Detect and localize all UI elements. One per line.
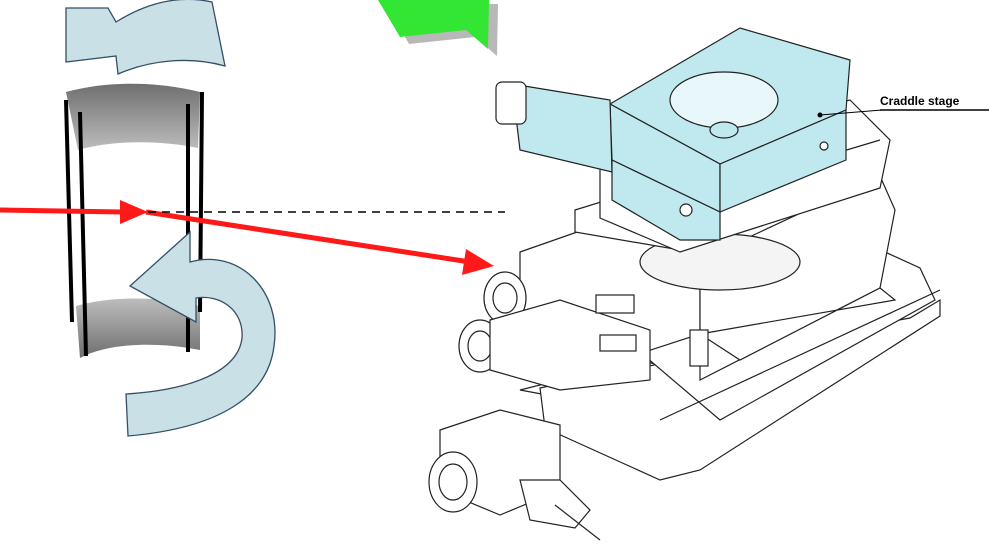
rotation-arrow-bottom-icon: [125, 230, 276, 437]
positioning-stage-assembly: [428, 27, 941, 541]
craddle-stage-callout-line: [817, 109, 989, 118]
xray-beam-arrow: [0, 200, 494, 275]
sample-cylinder: [64, 83, 204, 358]
craddle-stage-label: Craddle stage: [880, 94, 960, 108]
green-pointer-arrow-icon: [378, 0, 498, 56]
rotation-arrow-top-icon: [65, 0, 226, 75]
